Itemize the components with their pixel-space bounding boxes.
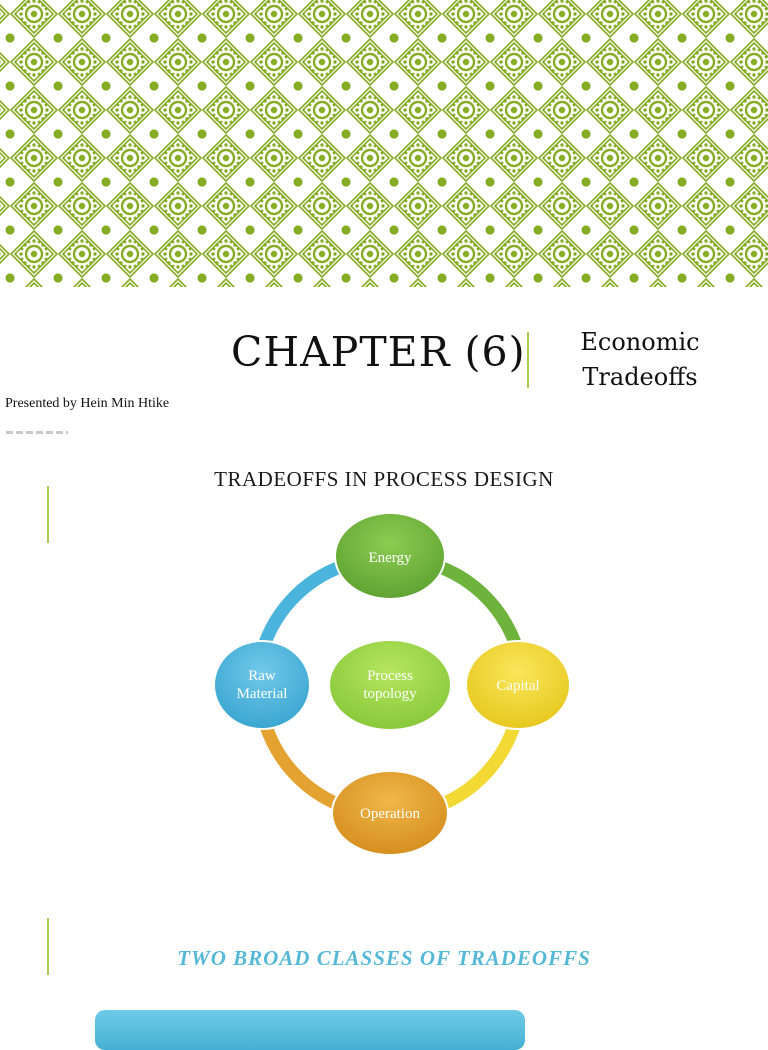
diagram-node-raw-material: Raw Material — [213, 640, 311, 730]
diagram-node-capital: Capital — [465, 640, 571, 730]
decorative-pattern-band — [0, 0, 768, 287]
node-label-topology: topology — [363, 686, 417, 702]
chapter-title: CHAPTER (6) — [231, 328, 526, 376]
cycle-arc-energy-capital — [433, 560, 522, 650]
content-box — [95, 1010, 525, 1050]
subtitle-line-2: Tradeoffs — [582, 363, 698, 391]
cycle-arc-raw-energy — [258, 560, 347, 650]
title-divider — [527, 332, 529, 388]
faded-text-remnant — [6, 431, 68, 434]
slide-title-tradeoffs-process-design: TRADEOFFS IN PROCESS DESIGN — [214, 467, 554, 491]
subtitle-line-1: Economic — [580, 328, 700, 356]
slide-accent-bar — [47, 918, 49, 975]
slide-title-two-classes: TWO BROAD CLASSES OF TRADEOFFS — [177, 946, 591, 970]
node-label-raw: Raw — [248, 668, 276, 684]
cycle-arc-operation-raw — [258, 716, 340, 809]
node-label-material: Material — [237, 686, 288, 702]
node-label-operation: Operation — [360, 806, 420, 822]
presenter-credit: Presented by Hein Min Htike — [5, 396, 170, 411]
node-label-capital: Capital — [496, 678, 539, 694]
diagram-node-process-topology: Process topology — [328, 639, 452, 731]
diagram-node-operation: Operation — [331, 770, 449, 856]
tradeoff-cycle-diagram: Energy Capital Operation Raw Material Pr… — [213, 512, 571, 856]
diagram-node-energy: Energy — [334, 512, 446, 600]
node-label-process: Process — [367, 668, 413, 684]
node-label-energy: Energy — [368, 550, 412, 566]
chapter-subtitle: Economic Tradeoffs — [540, 325, 740, 395]
slide-accent-bar — [47, 486, 49, 543]
cycle-arc-capital-operation — [440, 716, 522, 809]
